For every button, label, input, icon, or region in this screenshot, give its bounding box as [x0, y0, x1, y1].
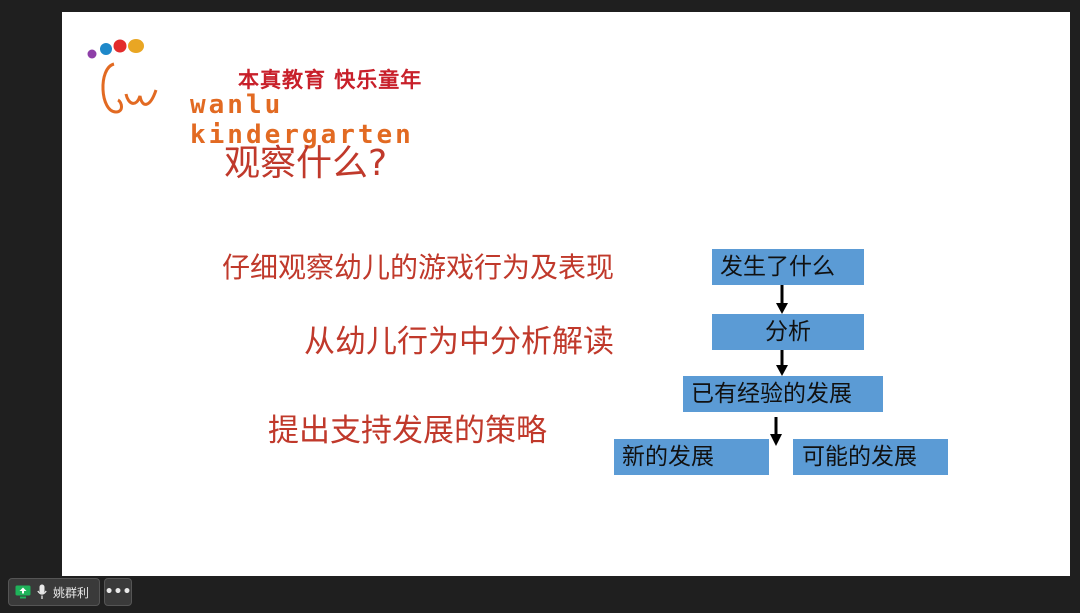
down-arrow-icon — [776, 285, 788, 314]
presenter-name: 姚群利 — [53, 585, 90, 600]
flow-box-what-happened: 发生了什么 — [712, 249, 864, 285]
microphone-icon[interactable] — [37, 584, 47, 600]
point-analyze: 从幼儿行为中分析解读 — [304, 324, 614, 360]
meeting-toolbar: 姚群利 ••• — [8, 578, 133, 606]
slide-title: 观察什么? — [224, 143, 388, 184]
more-options-button[interactable]: ••• — [104, 578, 133, 606]
flow-box-existing-experience: 已有经验的发展 — [683, 376, 883, 412]
flow-box-new-development: 新的发展 — [614, 439, 769, 475]
screen-share-icon[interactable] — [15, 585, 31, 599]
school-slogan: 本真教育 快乐童年 — [238, 68, 423, 92]
down-arrow-icon — [776, 350, 788, 376]
flow-box-analysis: 分析 — [712, 314, 864, 350]
down-arrow-icon — [770, 417, 782, 446]
presenter-control[interactable]: 姚群利 — [8, 578, 101, 606]
footprint-logo-icon — [87, 39, 158, 114]
kindergarten-logo: 本真教育 快乐童年 wanlu kindergarten — [84, 24, 524, 150]
presentation-slide: 本真教育 快乐童年 wanlu kindergarten 观察什么? 仔细观察幼… — [62, 12, 1070, 576]
point-strategy: 提出支持发展的策略 — [268, 413, 547, 449]
flow-box-possible-development: 可能的发展 — [793, 439, 948, 475]
point-observe: 仔细观察幼儿的游戏行为及表现 — [222, 251, 615, 284]
school-brand-name: wanlu kindergarten — [190, 90, 414, 150]
